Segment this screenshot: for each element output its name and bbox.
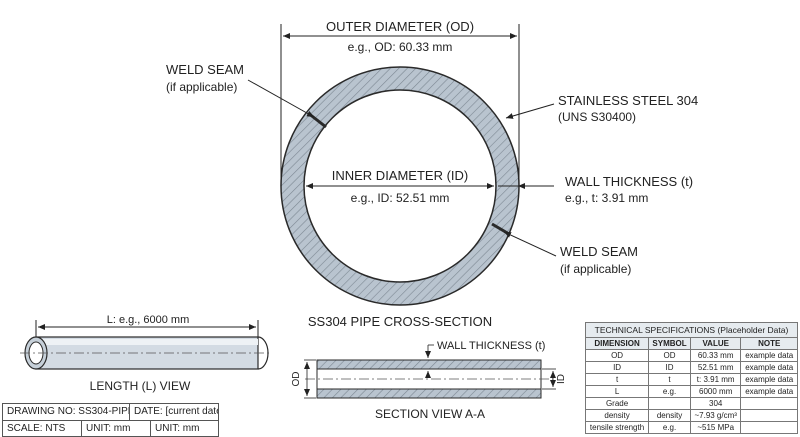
table-cell: t: 3.91 mm <box>689 373 742 386</box>
table-cell: t <box>584 373 650 386</box>
table-row: ID ID 52.51 mm example data <box>584 361 798 374</box>
table-cell: density <box>584 409 650 422</box>
table-cell: 6000 mm <box>689 385 742 398</box>
section-view-title: SECTION VIEW A-A <box>375 407 485 421</box>
table-cell <box>740 397 798 410</box>
spec-table-title: TECHNICAL SPECIFICATIONS (Placeholder Da… <box>585 322 798 337</box>
table-cell: 304 <box>689 397 742 410</box>
od-dimension <box>280 24 520 186</box>
id-title: INNER DIAMETER (ID) <box>332 168 469 183</box>
weld-seam-top-label: WELD SEAM <box>166 62 244 77</box>
table-cell: e.g. <box>648 385 691 398</box>
table-cell: ID <box>648 361 691 374</box>
table-cell <box>740 421 798 434</box>
table-cell: example data <box>740 373 798 386</box>
weld-seam-top-sublabel: (if applicable) <box>166 80 237 94</box>
spec-header-cell: SYMBOL <box>648 337 691 350</box>
table-cell: density <box>648 409 691 422</box>
table-row: density density ~7.93 g/cm³ <box>584 409 798 422</box>
table-cell: ~7.93 g/cm³ <box>689 409 742 422</box>
table-cell: Grade <box>584 397 650 410</box>
id-value: e.g., ID: 52.51 mm <box>351 191 450 205</box>
table-cell: OD <box>584 349 650 362</box>
table-cell: L <box>584 385 650 398</box>
wall-thickness-value: e.g., t: 3.91 mm <box>565 191 648 205</box>
table-cell: ID <box>584 361 650 374</box>
table-row: t t t: 3.91 mm example data <box>584 373 798 386</box>
length-label: L: e.g., 6000 mm <box>107 314 190 326</box>
od-title: OUTER DIAMETER (OD) <box>326 19 474 34</box>
table-cell: e.g. <box>648 421 691 434</box>
length-view <box>20 320 272 370</box>
table-cell: example data <box>740 385 798 398</box>
material-label: STAINLESS STEEL 304 <box>558 93 698 108</box>
spec-table: TECHNICAL SPECIFICATIONS (Placeholder Da… <box>584 322 798 434</box>
spec-header-cell: DIMENSION <box>584 337 650 350</box>
table-row: L e.g. 6000 mm example data <box>584 385 798 398</box>
length-view-title: LENGTH (L) VIEW <box>90 379 191 393</box>
od-value: e.g., OD: 60.33 mm <box>348 40 453 54</box>
table-cell: example data <box>740 349 798 362</box>
drawing-date: DATE: [current date] <box>129 403 219 421</box>
pipe-cross-section <box>270 60 530 310</box>
weld-seam-top-leader <box>247 79 315 118</box>
table-row: OD OD 60.33 mm example data <box>584 349 798 362</box>
section-view <box>304 344 556 399</box>
table-cell <box>740 409 798 422</box>
table-cell: OD <box>648 349 691 362</box>
table-cell: 60.33 mm <box>689 349 742 362</box>
table-cell: ~515 MPa <box>689 421 742 434</box>
cross-section-title: SS304 PIPE CROSS-SECTION <box>308 314 492 329</box>
section-id-label: ID <box>556 374 567 384</box>
drawing-scale: SCALE: NTS <box>2 420 82 437</box>
section-od-label: OD <box>291 372 302 387</box>
weld-seam-bottom-label: WELD SEAM <box>560 244 638 259</box>
weld-seam-bottom-sublabel: (if applicable) <box>560 262 631 276</box>
spec-header-cell: NOTE <box>740 337 798 350</box>
material-sublabel: (UNS S30400) <box>558 110 636 124</box>
drawing-number: DRAWING NO: SS304-PIPE-01 <box>2 403 130 421</box>
table-cell: t <box>648 373 691 386</box>
spec-table-header: DIMENSION SYMBOL VALUE NOTE <box>584 337 798 350</box>
table-row: Grade 304 <box>584 397 798 410</box>
table-row: tensile strength e.g. ~515 MPa <box>584 421 798 434</box>
table-cell: 52.51 mm <box>689 361 742 374</box>
weld-seam-bottom-leader <box>503 231 557 257</box>
section-wall-label: WALL THICKNESS (t) <box>437 340 545 352</box>
material-leader <box>505 103 555 119</box>
table-cell <box>648 397 691 410</box>
spec-header-cell: VALUE <box>689 337 742 350</box>
table-cell: tensile strength <box>584 421 650 434</box>
drawing-unit: UNIT: mm <box>81 420 151 437</box>
drawing-unit-secondary: UNIT: mm <box>150 420 219 437</box>
wall-thickness-label: WALL THICKNESS (t) <box>565 174 693 189</box>
table-cell: example data <box>740 361 798 374</box>
